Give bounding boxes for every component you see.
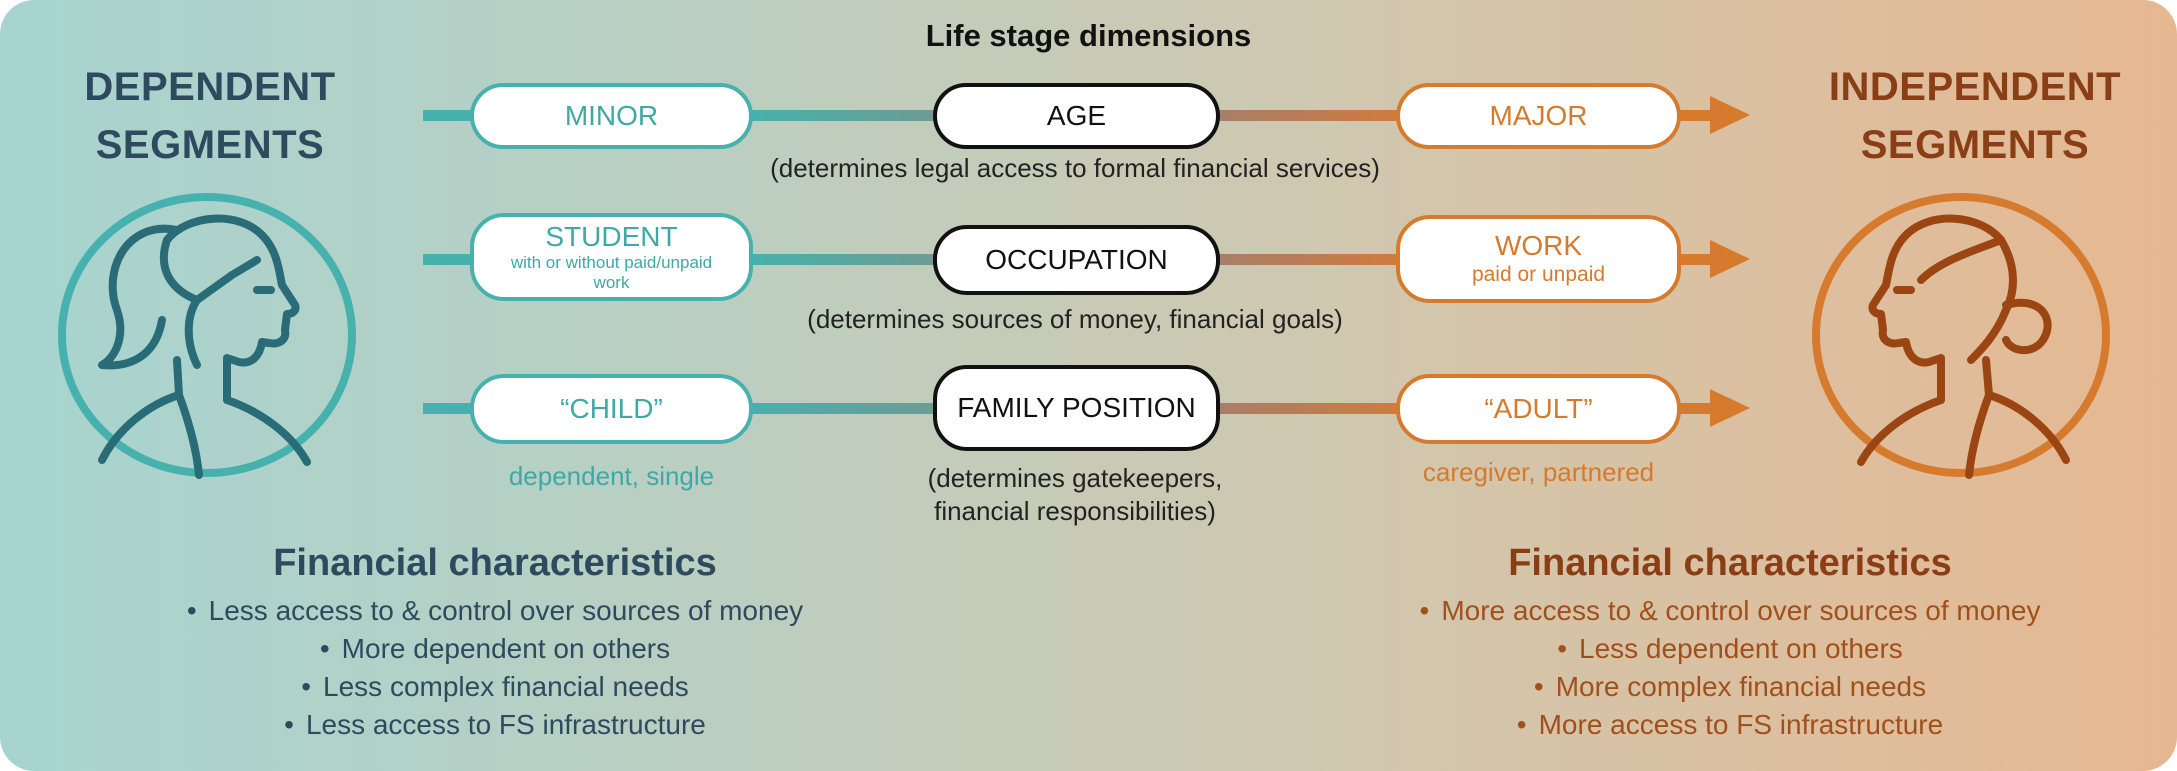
financial-characteristics-left-title: Financial characteristics: [273, 542, 717, 584]
pill-student-sub-line1: with or without paid/unpaid: [510, 253, 713, 272]
pill-work-label: WORK: [1494, 230, 1583, 261]
dependent-heading-line2: SEGMENTS: [95, 123, 325, 167]
family-position-note-line2: financial responsibilities): [934, 496, 1216, 526]
pill-family-position: FAMILY POSITION: [933, 365, 1220, 451]
pill-adult: “ADULT”: [1396, 374, 1681, 444]
pill-work-sub: paid or unpaid: [1471, 263, 1606, 286]
pill-child: “CHILD”: [470, 374, 753, 444]
row2-arrowhead: [1710, 240, 1750, 278]
list-item: More access to & control over sources of…: [1340, 592, 2120, 630]
row1-connector-start: [423, 110, 473, 121]
row1-connector-end: [1678, 110, 1712, 121]
list-item: More complex financial needs: [1340, 668, 2120, 706]
row3-connector-right: [1217, 403, 1399, 414]
family-position-note-line1: (determines gatekeepers,: [927, 463, 1223, 493]
pill-student: STUDENT with or without paid/unpaid work: [470, 213, 753, 301]
diagram-title: Life stage dimensions: [925, 18, 1252, 53]
row1-connector-right: [1217, 110, 1399, 121]
dependent-person-icon: [58, 193, 356, 479]
child-note: dependent, single: [508, 461, 715, 491]
pill-student-sub-line2: work: [593, 273, 630, 292]
pill-adult-label: “ADULT”: [1484, 393, 1593, 424]
dependent-segments-heading: DEPENDENT SEGMENTS: [30, 58, 390, 174]
pill-major: MAJOR: [1396, 83, 1681, 149]
pill-major-label: MAJOR: [1489, 100, 1588, 131]
row2-connector-left: [750, 254, 936, 265]
pill-age-label: AGE: [1046, 100, 1107, 131]
row1-arrowhead: [1710, 96, 1750, 134]
dependent-heading-line1: DEPENDENT: [84, 65, 336, 109]
row3-connector-start: [423, 403, 473, 414]
list-item: Less access to FS infrastructure: [100, 706, 890, 744]
family-position-note: (determines gatekeepers, financial respo…: [800, 462, 1350, 528]
occupation-note: (determines sources of money, financial …: [807, 304, 1343, 334]
row3-connector-end: [1678, 403, 1712, 414]
pill-minor: MINOR: [470, 83, 753, 149]
pill-work: WORK paid or unpaid: [1396, 215, 1681, 303]
adult-note: caregiver, partnered: [1422, 457, 1655, 487]
list-item: Less dependent on others: [1340, 630, 2120, 668]
row3-connector-left: [750, 403, 936, 414]
list-item: Less access to & control over sources of…: [100, 592, 890, 630]
pill-age: AGE: [933, 83, 1220, 149]
row2-connector-end: [1678, 254, 1712, 265]
list-item: More dependent on others: [100, 630, 890, 668]
row2-connector-start: [423, 254, 473, 265]
financial-characteristics-left-list: Less access to & control over sources of…: [100, 592, 890, 744]
pill-child-label: “CHILD”: [560, 393, 663, 424]
list-item: Less complex financial needs: [100, 668, 890, 706]
financial-characteristics-right-list: More access to & control over sources of…: [1340, 592, 2120, 744]
age-note: (determines legal access to formal finan…: [770, 153, 1380, 183]
list-item: More access to FS infrastructure: [1340, 706, 2120, 744]
pill-student-label: STUDENT: [545, 221, 678, 252]
pill-minor-label: MINOR: [564, 100, 659, 131]
independent-person-icon: [1812, 193, 2110, 479]
independent-segments-heading: INDEPENDENT SEGMENTS: [1795, 58, 2155, 174]
pill-occupation: OCCUPATION: [933, 225, 1220, 295]
independent-heading-line2: SEGMENTS: [1860, 123, 2090, 167]
financial-characteristics-right-title: Financial characteristics: [1508, 542, 1952, 584]
independent-heading-line1: INDEPENDENT: [1828, 65, 2122, 109]
pill-occupation-label: OCCUPATION: [985, 244, 1168, 275]
row3-arrowhead: [1710, 389, 1750, 427]
row2-connector-right: [1217, 254, 1399, 265]
row1-connector-left: [750, 110, 936, 121]
pill-family-position-label: FAMILY POSITION: [957, 392, 1196, 423]
